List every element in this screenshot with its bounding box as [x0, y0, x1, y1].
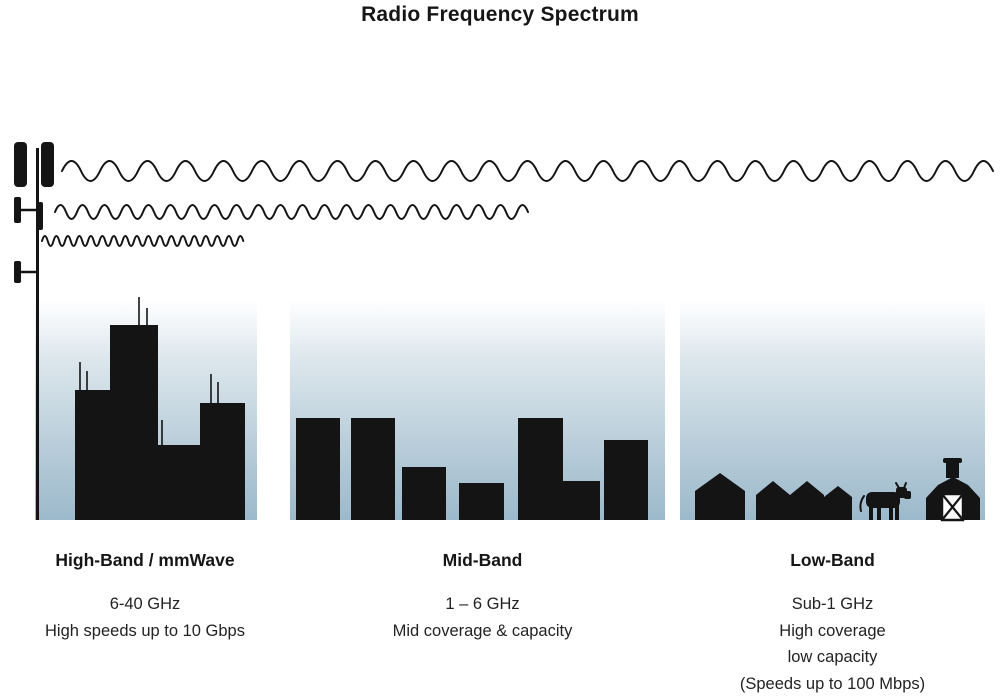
band-frequency-range: Sub-1 GHz — [791, 595, 874, 613]
mid-frequency-wave — [54, 204, 529, 220]
house-icon — [824, 486, 852, 520]
band-description: low capacity — [787, 648, 878, 666]
band-description: High speeds up to 10 Gbps — [45, 621, 245, 640]
house-icon — [756, 481, 790, 520]
band-label-high: High-Band / mmWave — [55, 550, 235, 570]
high-frequency-wave — [41, 235, 245, 247]
band-label-low: Low-Band — [790, 550, 875, 570]
low-band-caption: Low-Band Sub-1 GHz High coverage low cap… — [675, 550, 990, 697]
band-frequency-range: 6-40 GHz — [109, 595, 181, 613]
band-frequency-range: 1 – 6 GHz — [445, 595, 520, 613]
house-icon — [695, 473, 745, 520]
band-label-mid: Mid-Band — [442, 550, 523, 570]
band-description: High coverage — [779, 621, 886, 640]
mid-band-caption: Mid-Band 1 – 6 GHz Mid coverage & capaci… — [290, 550, 675, 644]
low-frequency-wave — [61, 160, 994, 182]
cell-tower-icon — [14, 142, 54, 520]
house-icon — [790, 481, 824, 520]
high-band-caption: High-Band / mmWave 6-40 GHz High speeds … — [15, 550, 275, 644]
barn-icon — [926, 458, 980, 522]
cow-icon — [859, 482, 911, 520]
mid-band-skyline — [296, 418, 648, 520]
high-band-skyline — [75, 297, 245, 520]
page-title: Radio Frequency Spectrum — [361, 3, 639, 26]
band-description: Mid coverage & capacity — [392, 621, 573, 640]
band-description: (Speeds up to 100 Mbps) — [739, 674, 926, 693]
low-band-scene — [695, 458, 980, 522]
